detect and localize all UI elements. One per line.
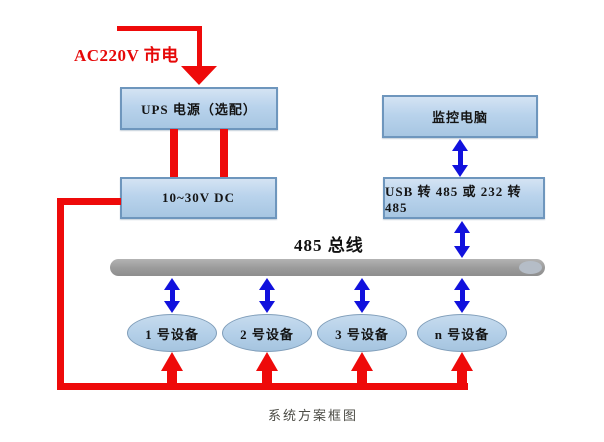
ac220v-label: AC220V 市电 bbox=[74, 46, 179, 65]
power-risern-shaft bbox=[457, 369, 467, 385]
ups-dc-link-right bbox=[220, 129, 228, 178]
device-3-ellipse: 3 号设备 bbox=[317, 314, 407, 352]
device-n-label: n 号设备 bbox=[434, 326, 490, 342]
power-riser1-shaft bbox=[167, 369, 177, 385]
monitor-converter-arrow-icon bbox=[452, 139, 468, 177]
ac-feed-line-horizontal bbox=[117, 26, 202, 31]
bus-devicen-arrow-icon bbox=[454, 278, 470, 313]
power-rail-connector bbox=[57, 198, 121, 205]
dc-box-label: 10~30V DC bbox=[162, 190, 235, 205]
converter-bus-arrow-icon bbox=[454, 221, 470, 258]
bus-label: 485 总线 bbox=[294, 236, 364, 255]
device-1-ellipse: 1 号设备 bbox=[127, 314, 217, 352]
ac-feed-arrowhead-icon bbox=[181, 66, 217, 85]
bus-device1-arrow-icon bbox=[164, 278, 180, 313]
ups-box: UPS 电源（选配） bbox=[120, 87, 278, 130]
bus-device3-arrow-icon bbox=[354, 278, 370, 313]
power-riser3-shaft bbox=[357, 369, 367, 385]
device-3-label: 3 号设备 bbox=[335, 326, 389, 342]
power-rail-left bbox=[57, 198, 64, 390]
dc-box: 10~30V DC bbox=[120, 177, 277, 219]
device-2-ellipse: 2 号设备 bbox=[222, 314, 312, 352]
bus-device2-arrow-icon bbox=[259, 278, 275, 313]
device-n-ellipse: n 号设备 bbox=[417, 314, 507, 352]
device-2-label: 2 号设备 bbox=[240, 326, 294, 342]
monitor-pc-box: 监控电脑 bbox=[382, 95, 538, 138]
power-riser2-arrowhead-icon bbox=[256, 352, 278, 371]
power-riser2-shaft bbox=[262, 369, 272, 385]
diagram-caption: 系统方案框图 bbox=[267, 408, 358, 423]
ac-feed-line-vertical bbox=[197, 26, 202, 68]
power-rail-bottom bbox=[57, 383, 468, 390]
power-riser1-arrowhead-icon bbox=[161, 352, 183, 371]
ups-dc-link-left bbox=[170, 129, 178, 178]
monitor-pc-label: 监控电脑 bbox=[431, 110, 488, 125]
rs485-bus-bar bbox=[110, 259, 545, 276]
power-risern-arrowhead-icon bbox=[451, 352, 473, 371]
power-riser3-arrowhead-icon bbox=[351, 352, 373, 371]
bus-end-cap bbox=[519, 261, 542, 274]
converter-box-label: USB 转 485 或 232 转 485 bbox=[385, 183, 522, 215]
device-1-label: 1 号设备 bbox=[145, 326, 199, 342]
converter-box: USB 转 485 或 232 转 485 bbox=[383, 177, 545, 219]
ups-box-label: UPS 电源（选配） bbox=[141, 102, 257, 117]
